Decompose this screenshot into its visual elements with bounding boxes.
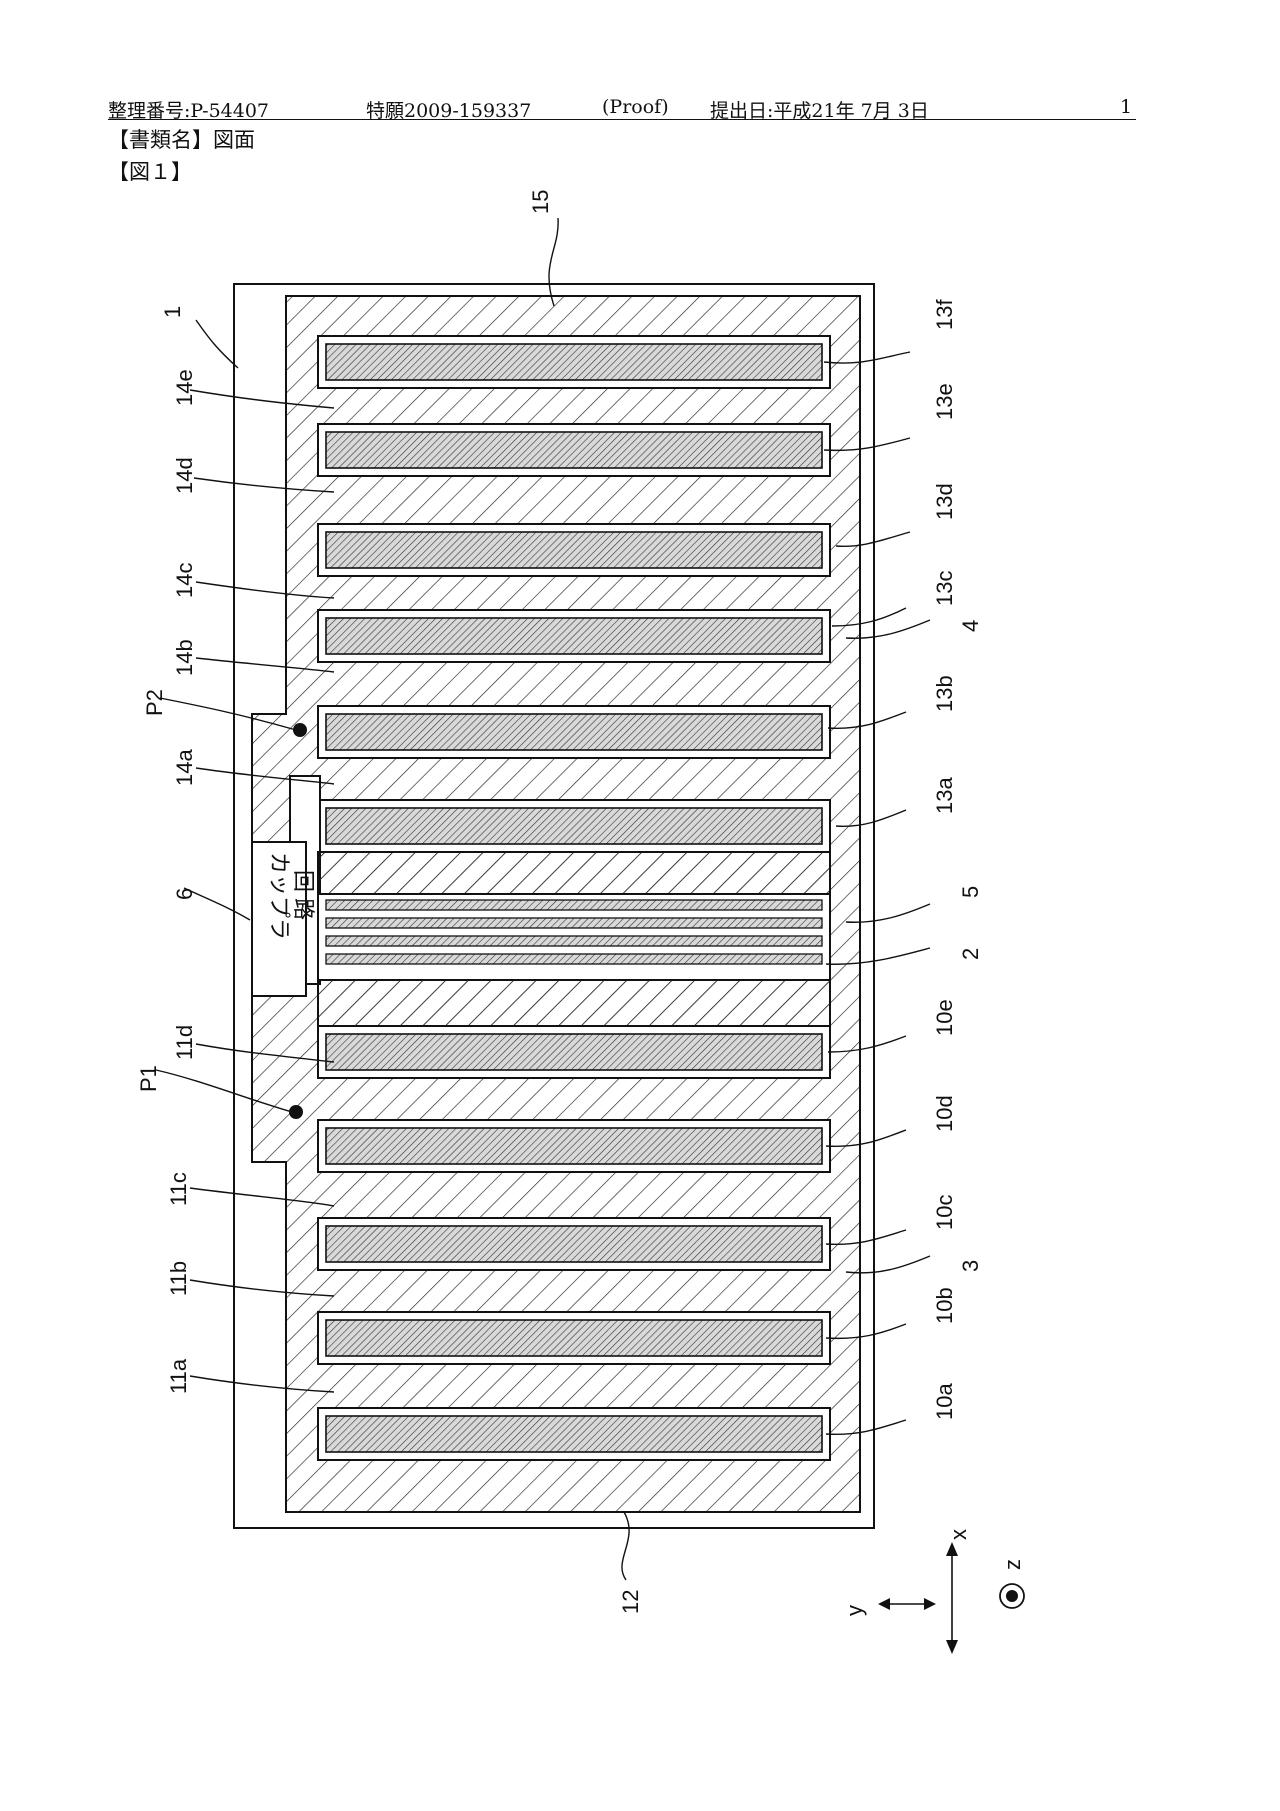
page-number: 1 [1120,96,1133,118]
label-10a: 10a [932,1383,957,1420]
strip-10c [325,1225,823,1263]
label-13a: 13a [932,777,957,814]
label-p1: P1 [136,1065,161,1092]
label-10d: 10d [932,1095,957,1132]
axis-x-label: x [946,1529,971,1540]
label-13e: 13e [932,383,957,420]
figure-title: 【図１】 [108,160,192,184]
strip-10d [325,1127,823,1165]
reference-numerals: 15 1 14e 14d 14c 14b P2 14a 6 11d P1 11c… [136,190,983,1614]
label-1: 1 [160,306,185,318]
label-11c: 11c [166,1172,191,1206]
feed-point-p2 [293,723,307,737]
document-header: 整理番号:P-54407 特願2009-159337 (Proof) 提出日:平… [108,96,1136,122]
label-p2: P2 [142,689,167,716]
label-2: 2 [958,948,983,960]
strip-13b [325,713,823,751]
label-10e: 10e [932,999,957,1036]
filter-line-4 [325,953,823,965]
strip-13c [325,617,823,655]
label-11b: 11b [166,1261,191,1296]
label-3: 3 [958,1260,983,1272]
strip-10a [325,1415,823,1453]
label-12: 12 [618,1590,643,1614]
label-13b: 13b [932,675,957,712]
header-rule [108,119,1136,120]
strip-13e [325,431,823,469]
label-13c: 13c [932,571,957,606]
submission-date: 提出日:平成21年 7月 3日 [710,100,929,122]
label-13f: 13f [932,299,957,330]
label-5: 5 [958,886,983,898]
label-11d: 11d [172,1025,197,1060]
label-11a: 11a [166,1358,191,1394]
filter-lines [325,899,823,965]
strip-13f [325,343,823,381]
conductor-strips [325,343,823,1453]
feed-point-p1 [289,1105,303,1119]
label-4: 4 [958,620,983,632]
strip-10e [325,1033,823,1071]
coupler-text-2: 回 路 [291,870,316,920]
ref-number: 整理番号:P-54407 [108,100,270,122]
label-6: 6 [172,888,197,900]
label-10c: 10c [932,1195,957,1230]
label-14c: 14c [172,563,197,598]
strip-13d [325,531,823,569]
axis-indicator: x y z [842,1529,1025,1654]
label-15: 15 [528,190,553,214]
axis-z-label: z [1000,1559,1025,1570]
document-name: 【書類名】図面 [108,128,255,152]
filter-line-1 [325,899,823,911]
coupler-circuit-box [251,841,307,997]
label-14b: 14b [172,639,197,676]
leader-lines [155,217,931,1581]
z-axis-out-icon [999,1583,1025,1609]
strip-13a [325,807,823,845]
filter-line-3 [325,935,823,947]
label-14a: 14a [172,749,197,786]
label-13d: 13d [932,483,957,520]
proof-mark: (Proof) [602,96,669,118]
label-14e: 14e [172,369,197,406]
strip-10b [325,1319,823,1357]
upper-ground-bar [317,851,831,895]
lower-ground-bar [317,979,831,1027]
label-14d: 14d [172,457,197,494]
axis-y-label: y [842,1605,867,1616]
application-number: 特願2009-159337 [366,100,532,122]
coupler-text-1: カップラ [267,852,292,940]
filter-line-2 [325,917,823,929]
label-10b: 10b [932,1287,957,1324]
